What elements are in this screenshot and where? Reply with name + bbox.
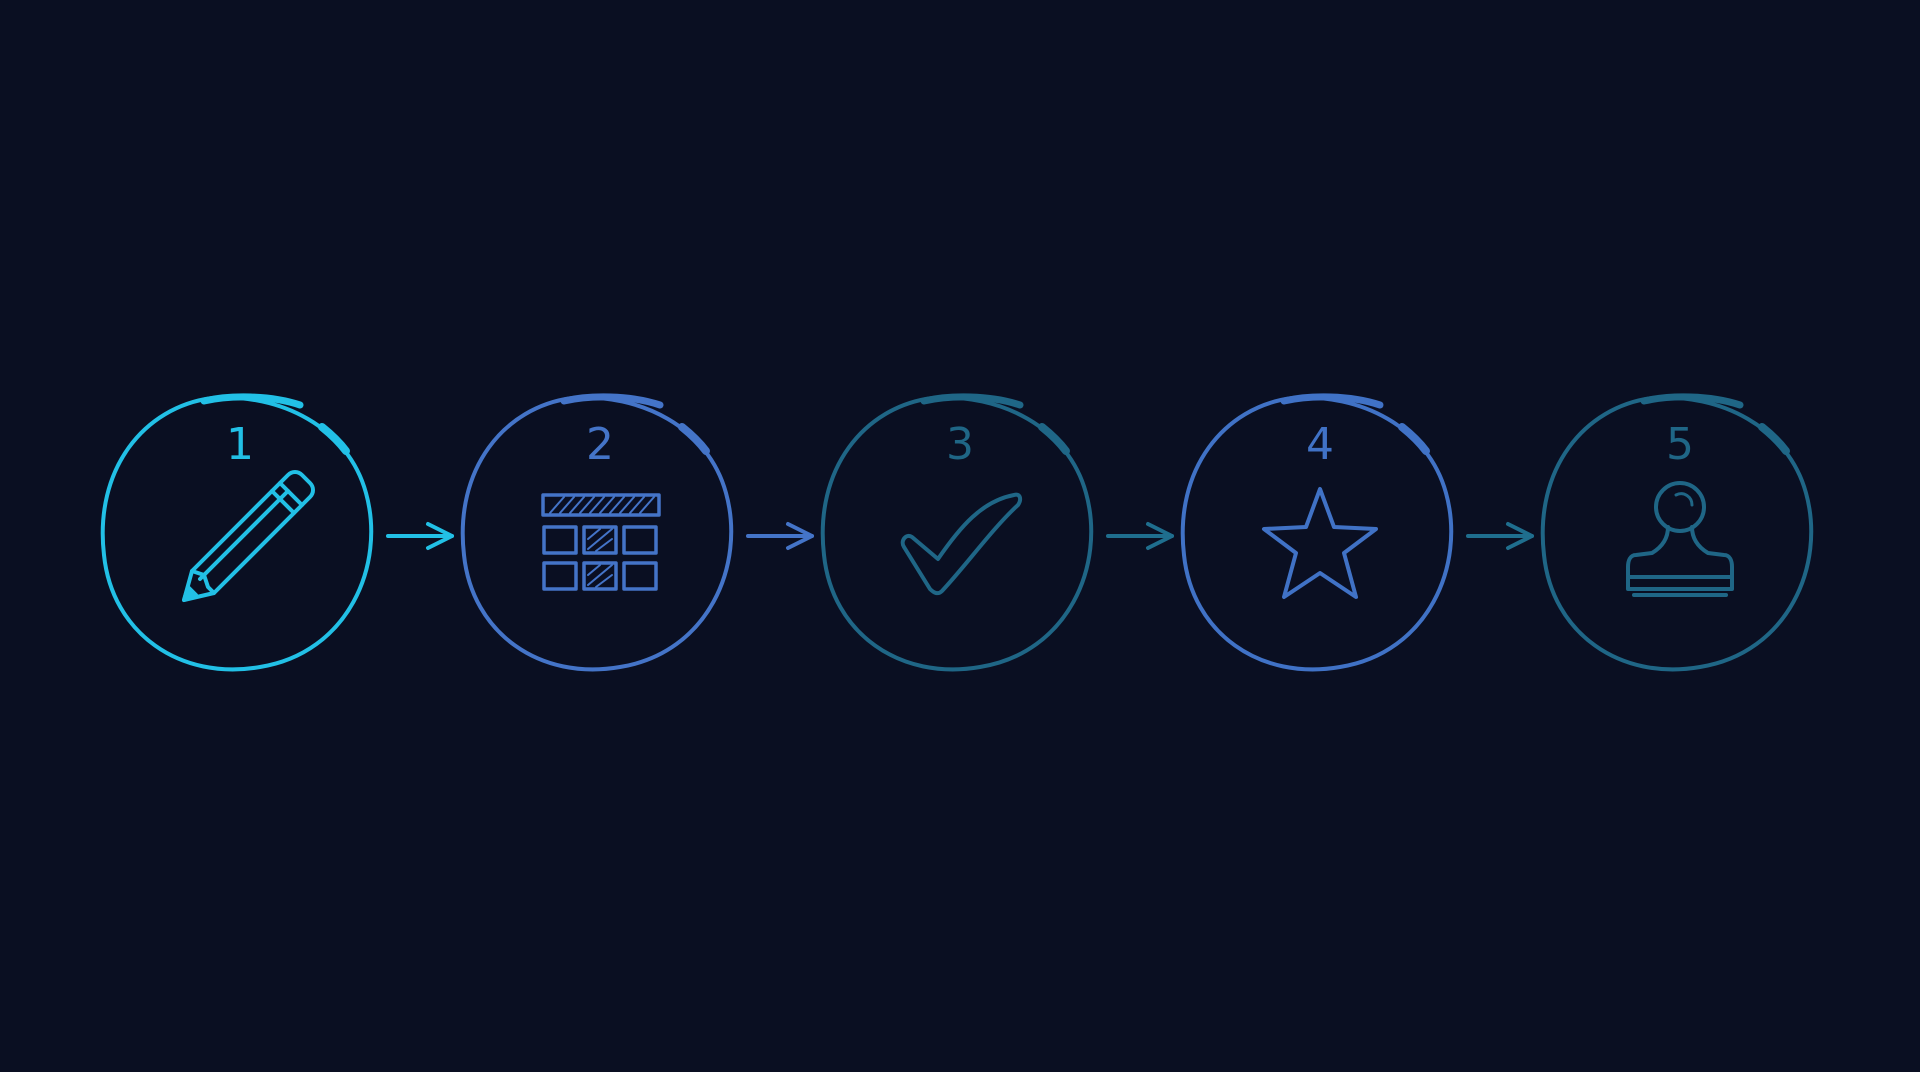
arrow-3-to-4 [1106,522,1174,550]
step-5: 5 [1540,393,1814,672]
star-icon [1262,487,1378,599]
step-4-number: 4 [1306,419,1334,470]
step-3-circle [820,393,1094,672]
calendar-grid-icon [541,493,661,591]
step-4-circle [1180,393,1454,672]
step-2: 2 [460,393,734,672]
step-2-circle [460,393,734,672]
stamp-icon [1626,481,1734,597]
step-5-number: 5 [1666,419,1694,470]
step-1: 1 [100,393,374,672]
arrow-1-to-2 [386,522,454,550]
step-2-number: 2 [586,419,614,470]
checkmark-icon [900,492,1023,596]
pencil-icon [182,470,315,602]
step-5-circle [1540,393,1814,672]
step-3: 3 [820,393,1094,672]
arrow-2-to-3 [746,522,814,550]
step-3-number: 3 [946,419,974,470]
step-1-circle [100,393,374,672]
step-1-number: 1 [226,419,254,470]
arrow-4-to-5 [1466,522,1534,550]
step-4: 4 [1180,393,1454,672]
